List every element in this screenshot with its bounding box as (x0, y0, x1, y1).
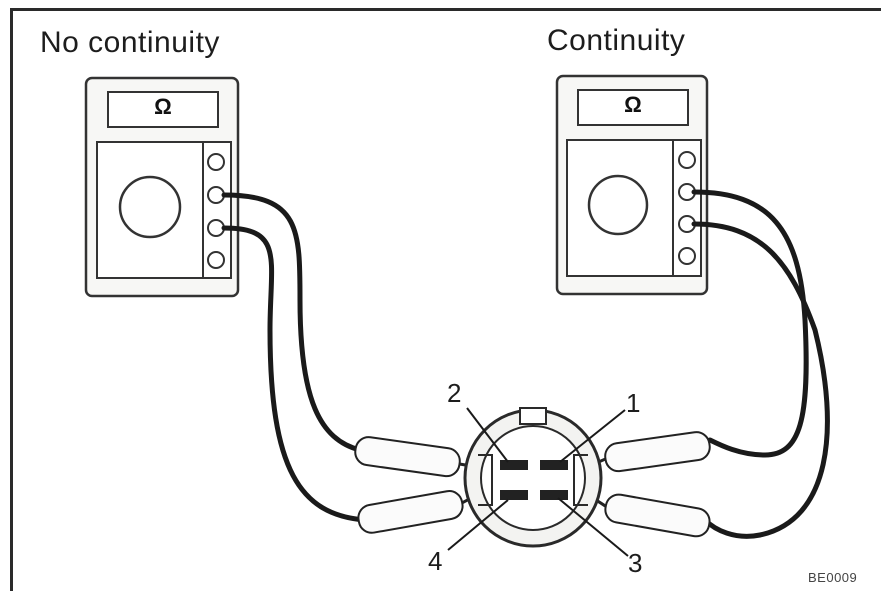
leader-2 (466, 407, 509, 463)
left-lead-lower (221, 225, 368, 523)
right-meter-display: Ω (624, 92, 642, 117)
left-meter-display: Ω (154, 94, 172, 119)
right-meter-dial (587, 174, 649, 236)
connector-key (519, 407, 547, 425)
left-meter-caption: No continuity (40, 26, 220, 59)
figure-code: BE0009 (808, 570, 858, 585)
pin-label-2: 2 (447, 378, 462, 408)
pin-label-1: 1 (626, 388, 641, 418)
right-meter-jack-4 (678, 247, 696, 265)
pin-label-4: 4 (428, 546, 443, 576)
right-lead-upper (691, 189, 809, 458)
pin-leaders (447, 407, 629, 557)
terminal-1 (540, 460, 568, 470)
right-multimeter (555, 74, 709, 296)
left-lead-upper (221, 192, 363, 453)
terminal-3 (540, 490, 568, 500)
left-meter-dial (118, 175, 182, 239)
left-meter-jack-1 (207, 153, 225, 171)
terminal-2 (500, 460, 528, 470)
leader-4 (447, 499, 509, 551)
pin-label-3: 3 (628, 548, 643, 578)
leader-1 (559, 409, 626, 463)
right-lead-lower (691, 221, 830, 539)
left-multimeter (84, 76, 240, 298)
test-leads (221, 189, 830, 539)
right-meter-jack-1 (678, 151, 696, 169)
leader-3 (557, 497, 629, 557)
connector (463, 407, 603, 548)
figure-frame (10, 8, 881, 591)
right-meter-caption: Continuity (547, 24, 686, 57)
terminal-4 (500, 490, 528, 500)
left-meter-jack-4 (207, 251, 225, 269)
